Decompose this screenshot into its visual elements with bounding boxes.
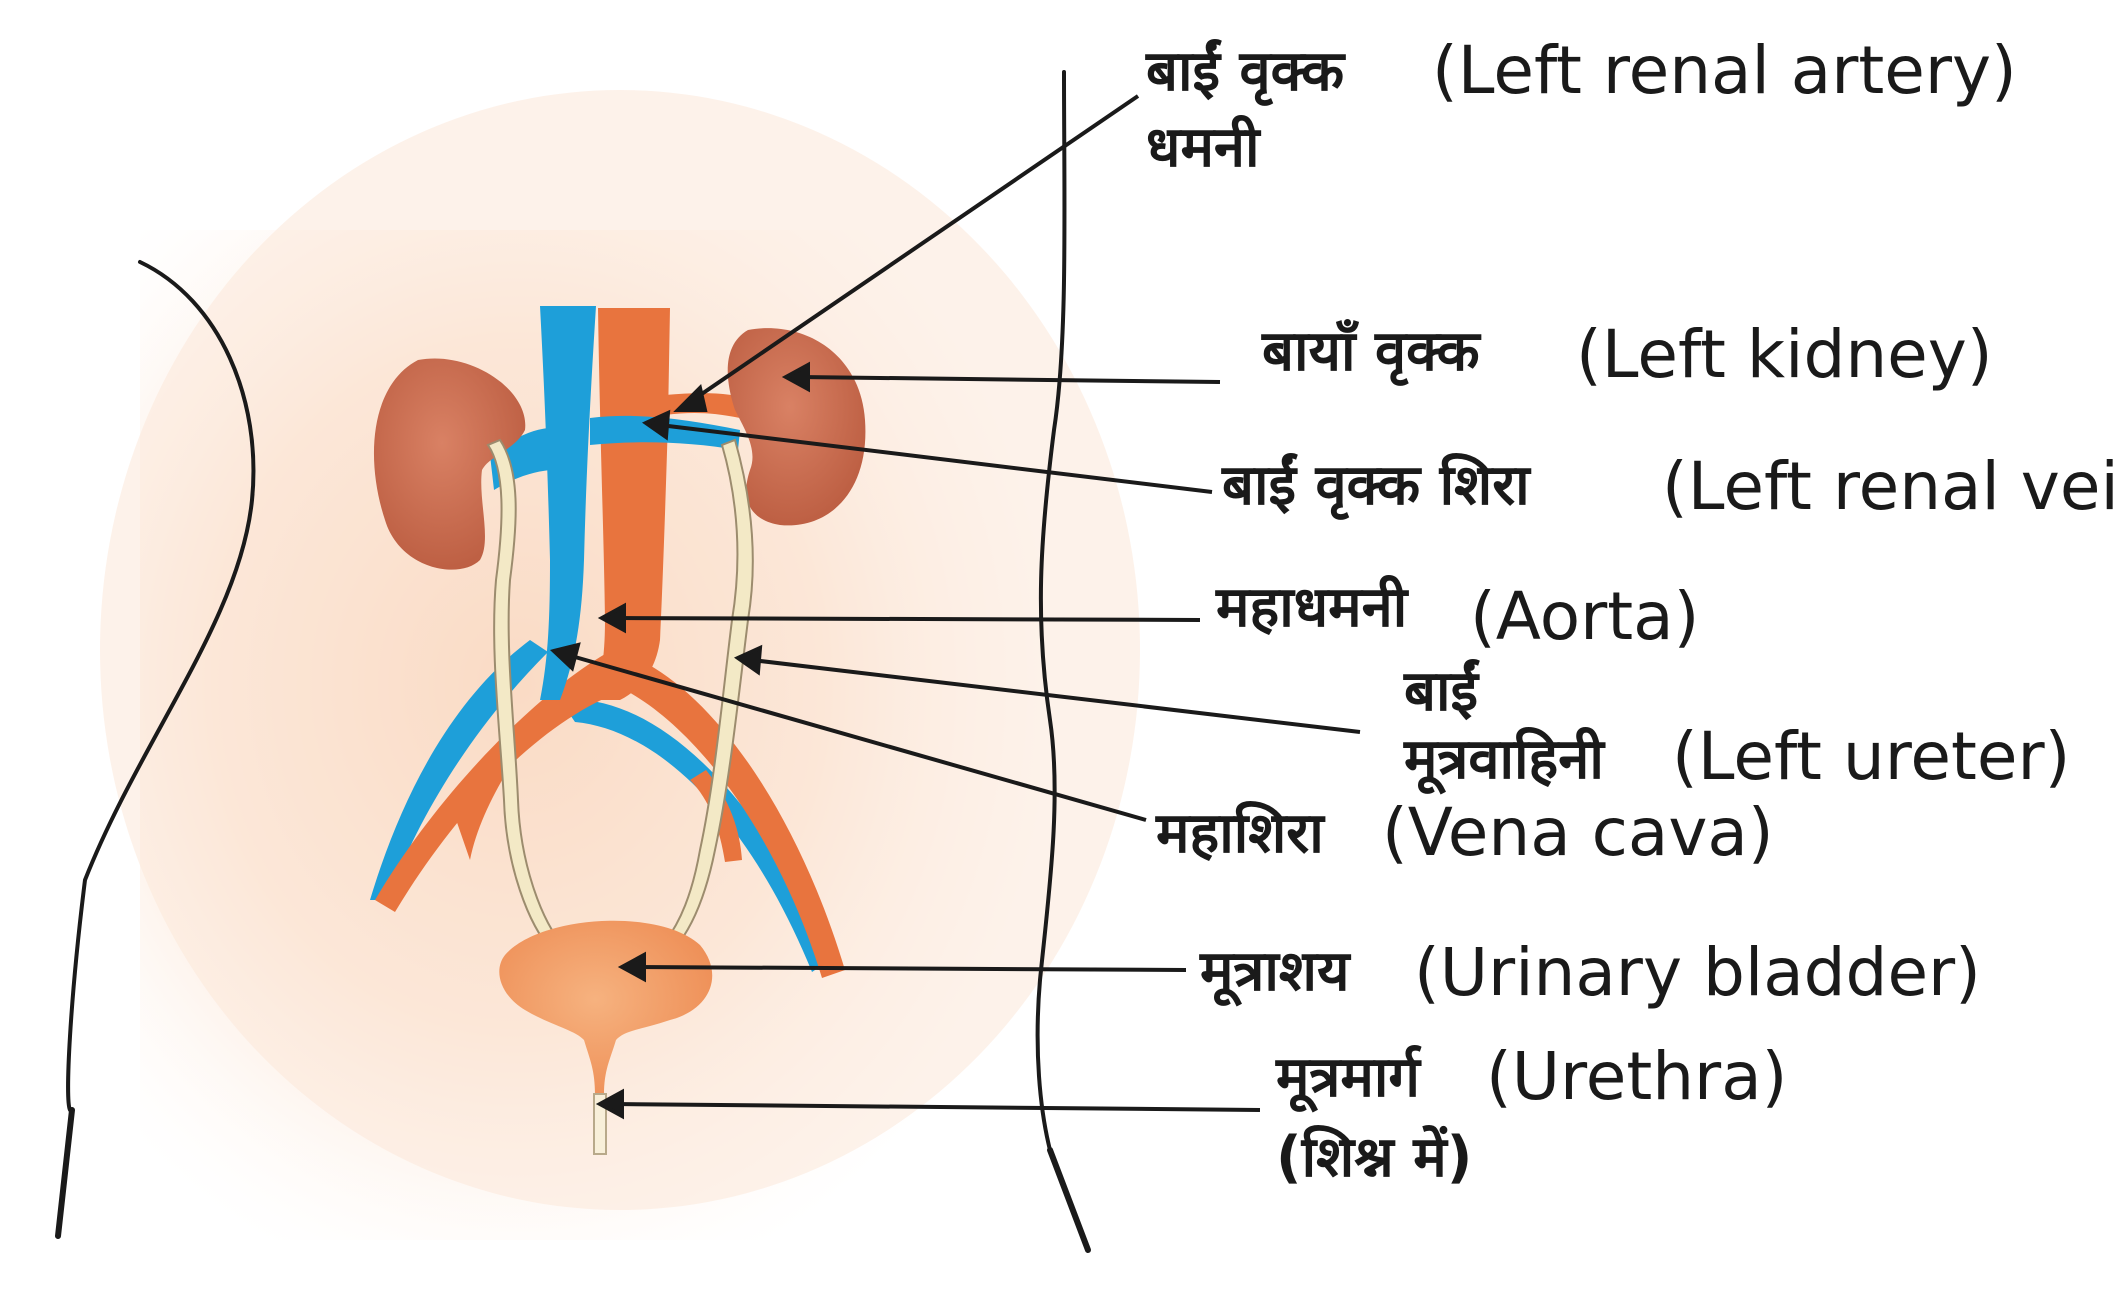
left-iliac-artery [625, 660, 845, 978]
arrowhead-left-renal-artery [673, 384, 708, 412]
right-kidney [373, 358, 526, 570]
torso-left-outline [66, 260, 256, 1112]
arrowhead-left-ureter [733, 644, 763, 676]
label-left-renal-artery-hindi-1: बाईं वृक्क [1146, 39, 1345, 104]
label-urinary-bladder-hindi: मूत्राशय [1200, 939, 1350, 1004]
label-left-ureter-hindi-2: मूत्रवाहिनी [1404, 727, 1604, 792]
label-vena-cava-english: (Vena cava) [1382, 794, 1774, 871]
right-iliac-artery [375, 650, 625, 912]
right-iliac-artery-branch [452, 760, 508, 860]
label-urinary-bladder-english: (Urinary bladder) [1414, 934, 1981, 1011]
arrowhead-urinary-bladder [617, 951, 646, 983]
urinary-bladder [499, 920, 713, 1095]
torso-right-lower-outline [1047, 1147, 1091, 1253]
pointer-aorta [615, 616, 1201, 622]
label-left-kidney-english: (Left kidney) [1576, 316, 1993, 393]
label-left-renal-vein-hindi: बाईं वृक्क शिरा [1222, 453, 1530, 518]
label-left-renal-artery-hindi-2: धमनी [1146, 115, 1260, 180]
torso-right-outline [1035, 70, 1067, 1152]
pointer-left-ureter [751, 658, 1361, 734]
vena-cava [540, 306, 596, 700]
left-iliac-vein [560, 699, 830, 972]
label-left-ureter-hindi-1: बाईं [1404, 659, 1478, 724]
label-left-renal-artery-english: (Left renal artery) [1432, 32, 2017, 109]
label-left-ureter-english: (Left ureter) [1672, 718, 2071, 795]
label-left-renal-vein-english: (Left renal vein) [1662, 448, 2120, 525]
body-outline [55, 70, 1091, 1253]
pointer-left-renal-vein [659, 423, 1213, 494]
arrowhead-aorta [597, 602, 626, 634]
label-urethra-english: (Urethra) [1486, 1038, 1788, 1115]
pointer-left-kidney [799, 375, 1221, 384]
label-vena-cava-hindi: महाशिरा [1156, 801, 1324, 866]
right-iliac-vein [370, 640, 548, 900]
arrowhead-left-renal-vein [641, 409, 671, 441]
pointer-urinary-bladder [635, 965, 1187, 972]
pointer-lines [549, 94, 1361, 1120]
label-aorta-english: (Aorta) [1470, 578, 1700, 655]
urethra [593, 1093, 607, 1155]
label-left-kidney-hindi: बायाँ वृक्क [1262, 319, 1480, 384]
label-urethra-hindi-2: (शिश्न में) [1276, 1125, 1473, 1190]
arrowhead-urethra [595, 1088, 624, 1120]
aorta [590, 308, 670, 700]
label-urethra-hindi-1: मूत्रमार्ग [1276, 1045, 1420, 1110]
arrowhead-vena-cava [549, 642, 581, 672]
torso-left-lower-outline [55, 1107, 75, 1239]
label-aorta-hindi: महाधमनी [1216, 575, 1408, 640]
pointer-left-renal-artery [688, 94, 1140, 404]
pointer-urethra [613, 1102, 1261, 1112]
pointer-vena-cava [567, 653, 1147, 822]
arrowhead-left-kidney [781, 361, 810, 393]
